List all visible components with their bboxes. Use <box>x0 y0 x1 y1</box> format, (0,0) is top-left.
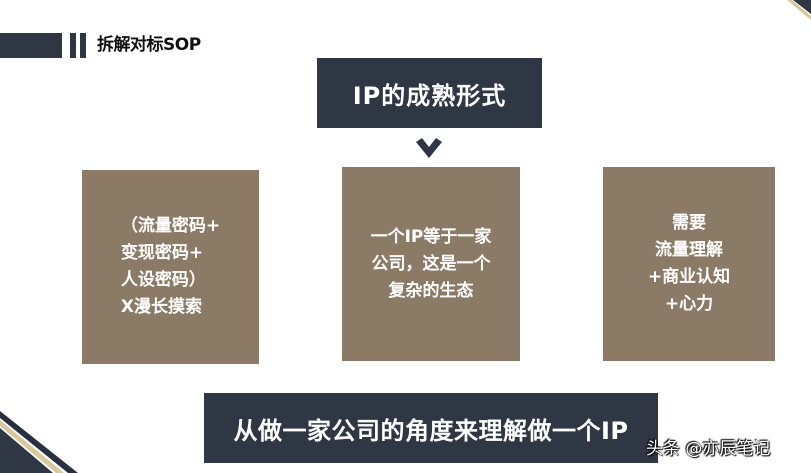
decorative-corner-bottom-left <box>0 403 90 473</box>
card-line: +商业认知 <box>647 267 731 287</box>
card-line: （流量密码+ <box>120 216 221 236</box>
card-line: 复杂的生态 <box>388 280 474 301</box>
card-line: 流量理解 <box>655 240 723 260</box>
card-line: +心力 <box>664 294 714 314</box>
conclusion-text: 从做一家公司的角度来理解做一个IP <box>233 416 629 445</box>
card-ip-equals-company: 一个IP等于一家 公司，这是一个 复杂的生态 <box>342 167 520 361</box>
card-requirements: 需要 流量理解 +商业认知 +心力 <box>603 167 775 361</box>
section-title: 拆解对标SOP <box>97 35 201 55</box>
card-line: 人设密码） <box>120 270 206 290</box>
card-line: X漫长摸索 <box>120 297 202 317</box>
card-line: 变现密码+ <box>120 243 204 263</box>
card-line: 需要 <box>672 213 706 233</box>
card-traffic-monetization: （流量密码+ 变现密码+ 人设密码） X漫长摸索 <box>82 170 259 364</box>
watermark: 头条 @亦辰笔记 <box>646 439 771 459</box>
card-line: 公司，这是一个 <box>371 253 491 274</box>
conclusion-banner: 从做一家公司的角度来理解做一个IP <box>204 393 658 463</box>
decorative-corner-top-right <box>751 0 811 20</box>
card-line: 一个IP等于一家 <box>370 226 492 247</box>
main-title-text: IP的成熟形式 <box>352 81 507 110</box>
main-title-box: IP的成熟形式 <box>317 58 542 128</box>
header-accent-stripe <box>80 33 86 58</box>
header-accent-stripe <box>70 33 76 58</box>
chevron-down-icon <box>416 138 442 158</box>
header-accent-bar <box>0 33 62 58</box>
